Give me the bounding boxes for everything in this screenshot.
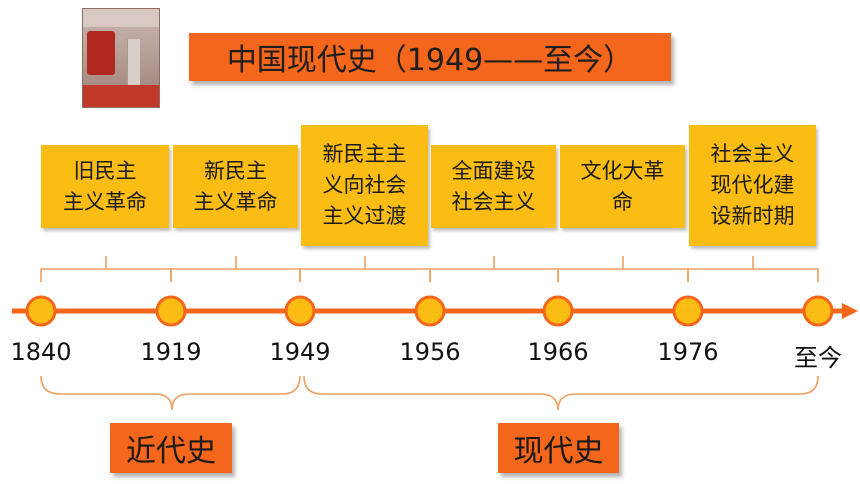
node-1840 — [25, 295, 57, 327]
year-label-1966: 1966 — [527, 338, 589, 366]
period-box-socialist-transition: 新民主主 义向社会 主义过渡 — [301, 125, 428, 246]
period-label: 文化大革 命 — [580, 158, 665, 214]
bracket-contemporary-history — [303, 375, 819, 411]
bracket-modern-history — [40, 375, 301, 411]
node-1919 — [155, 295, 187, 327]
period-label: 社会主义 现代化建 设新时期 — [710, 142, 795, 228]
book-cover-seal — [87, 31, 115, 75]
textbook-cover-icon — [82, 8, 160, 108]
timeline-nodes — [25, 295, 834, 327]
bracket-1919-1949 — [170, 256, 301, 282]
year-label-1949: 1949 — [269, 338, 331, 366]
year-label-1976: 1976 — [657, 338, 719, 366]
period-brackets — [40, 256, 819, 282]
node-1956 — [414, 295, 446, 327]
page-title: 中国现代史（1949——至今） — [226, 43, 634, 78]
year-label-now: 至今 — [794, 344, 842, 372]
period-box-comprehensive-construction: 全面建设 社会主义 — [431, 145, 556, 228]
book-cover-top — [83, 9, 159, 27]
era-box-modern-history: 近代史 — [110, 423, 232, 473]
book-cover-base — [83, 85, 159, 107]
era-box-contemporary-history: 现代史 — [498, 423, 619, 473]
period-label: 新民主 主义革命 — [193, 158, 278, 214]
year-label-1956: 1956 — [399, 338, 461, 366]
bracket-1966-1976 — [557, 256, 689, 282]
page-title-box: 中国现代史（1949——至今） — [189, 33, 671, 81]
period-label: 全面建设 社会主义 — [451, 158, 536, 214]
period-box-cultural-revolution: 文化大革 命 — [560, 145, 685, 228]
period-box-old-democratic: 旧民主 主义革命 — [41, 145, 169, 228]
era-label: 现代史 — [513, 434, 604, 469]
node-1966 — [542, 295, 574, 327]
timeline-arrow — [842, 303, 858, 319]
node-now — [802, 295, 834, 327]
period-label: 旧民主 主义革命 — [63, 158, 147, 214]
bracket-1956-1966 — [429, 256, 559, 282]
period-box-modernization: 社会主义 现代化建 设新时期 — [689, 125, 816, 246]
bracket-1976-now — [687, 256, 819, 282]
period-label: 新民主主 义向社会 主义过渡 — [322, 142, 407, 228]
year-label-1919: 1919 — [140, 338, 202, 366]
era-brackets — [40, 375, 819, 411]
bracket-1840-1919 — [40, 256, 172, 282]
node-1949 — [284, 295, 316, 327]
period-box-new-democratic: 新民主 主义革命 — [173, 145, 298, 228]
era-label: 近代史 — [126, 434, 216, 469]
node-1976 — [672, 295, 704, 327]
year-label-1840: 1840 — [10, 338, 72, 366]
bracket-1949-1956 — [299, 256, 431, 282]
